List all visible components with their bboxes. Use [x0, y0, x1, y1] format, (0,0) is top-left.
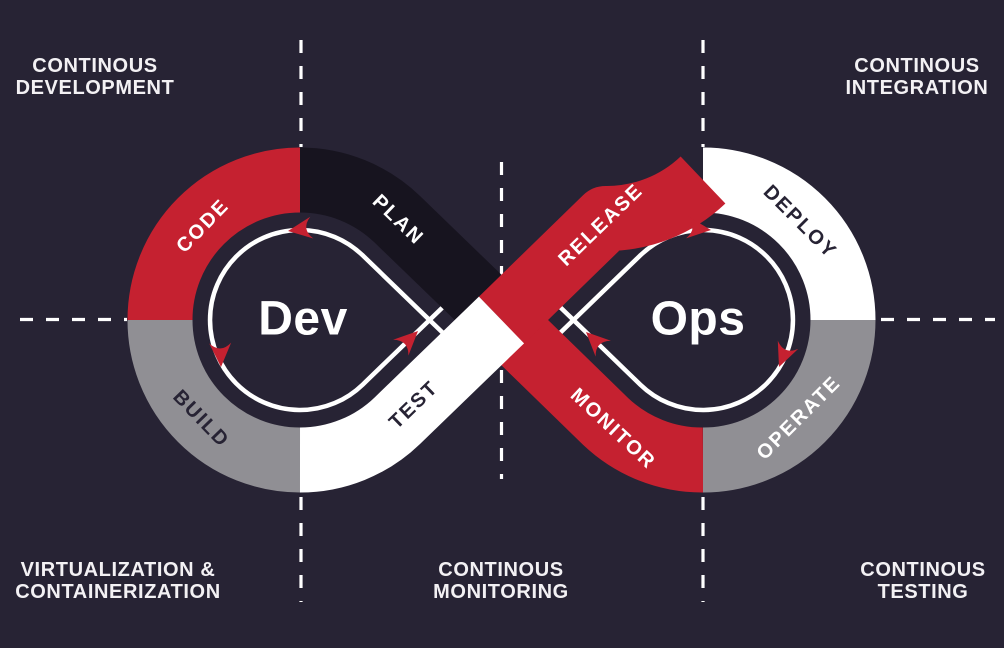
label-line: TESTING [877, 581, 969, 603]
label-line: CONTAINERIZATION [15, 581, 221, 603]
dev-flow-arrow-top-icon [288, 216, 314, 239]
label-line: CONTINOUS [854, 55, 980, 77]
label-line: VIRTUALIZATION & [20, 559, 216, 581]
segment-build-band [127, 319, 301, 493]
label-line: MONITORING [433, 581, 569, 603]
dev-flow-arrow-bottom-icon [209, 342, 232, 367]
ops-label: Ops [651, 293, 746, 346]
segment-monitor-band [478, 296, 704, 493]
segment-release-band [478, 155, 726, 344]
label-virtualization-containerization: VIRTUALIZATION & CONTAINERIZATION [0, 559, 236, 603]
segment-plan-band [298, 147, 525, 344]
label-line: DEVELOPMENT [15, 77, 175, 99]
dev-flow-loop-line [207, 227, 449, 413]
label-line: CONTINOUS [32, 55, 158, 77]
dev-flow-arrow-crossing-icon [393, 331, 418, 356]
label-continuous-monitoring: CONTINOUS MONITORING [381, 559, 621, 603]
label-line: CONTINOUS [438, 559, 564, 581]
ops-flow-arrow-top-icon [685, 216, 711, 239]
segment-code-band [127, 147, 301, 321]
label-line: CONTINOUS [860, 559, 986, 581]
segment-operate-band [702, 319, 876, 493]
label-continuous-testing: CONTINOUS TESTING [828, 559, 1004, 603]
label-line: INTEGRATION [845, 77, 989, 99]
dev-label: Dev [258, 293, 348, 346]
ops-flow-arrow-bottom-icon [777, 340, 799, 367]
segment-deploy-band [702, 147, 876, 321]
label-continuous-integration: CONTINOUS INTEGRATION [817, 55, 1004, 99]
segment-test-band [298, 296, 525, 493]
label-continuous-development: CONTINOUS DEVELOPMENT [0, 55, 190, 99]
ops-flow-arrow-crossing-icon [586, 332, 611, 357]
